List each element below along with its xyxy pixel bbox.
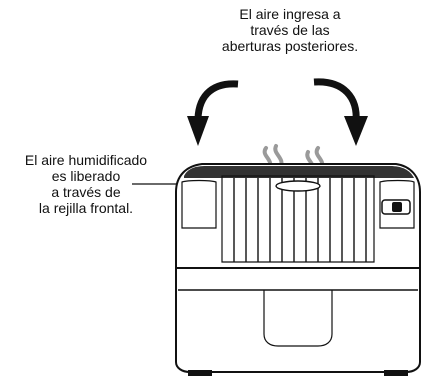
air-intake-callout: El aire ingresa a través de las abertura…: [221, 6, 359, 54]
left-airflow-arrow: [187, 80, 239, 146]
front-grille: [221, 175, 375, 263]
humidifier-unit: [175, 163, 421, 376]
right-airflow-arrow: [313, 78, 368, 146]
air-outlet-callout: El aire humidificado es liberado a travé…: [24, 152, 148, 216]
